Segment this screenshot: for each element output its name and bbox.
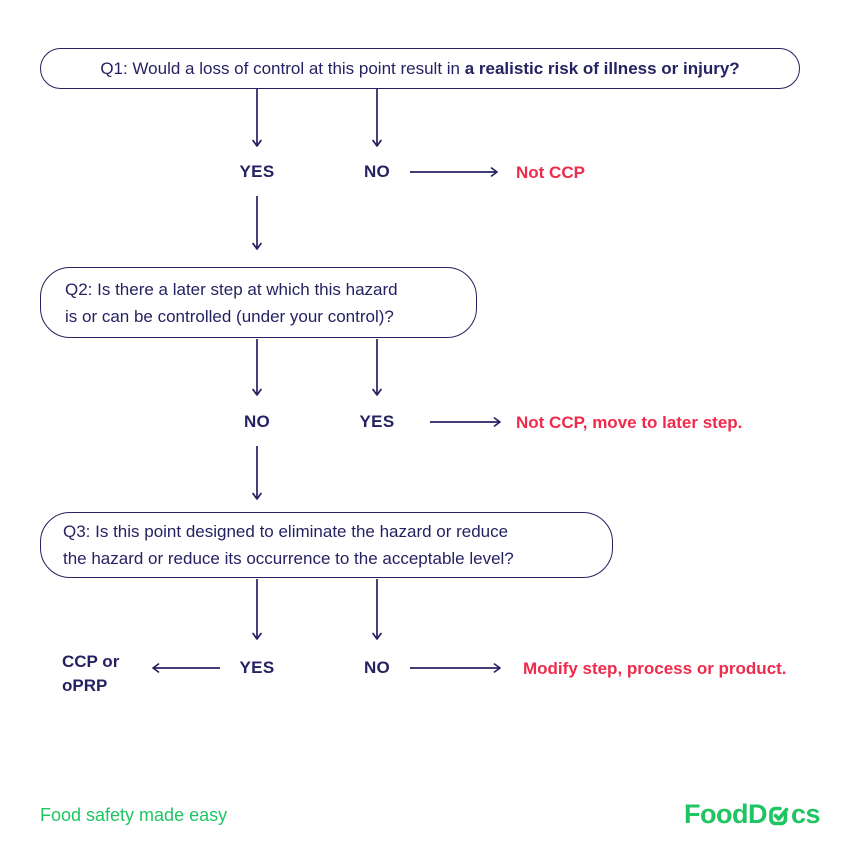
q2-no-label: NO <box>243 412 271 431</box>
question-box-q3: Q3: Is this point designed to eliminate … <box>40 512 613 578</box>
q3-no-label: NO <box>363 658 391 677</box>
question-box-q2: Q2: Is there a later step at which this … <box>40 267 477 338</box>
q1-no-label: NO <box>363 162 391 181</box>
fooddocs-logo: FoodD cs <box>683 799 821 830</box>
question-q2-text: Q2: Is there a later step at which this … <box>65 279 398 326</box>
logo-check-square-icon <box>769 806 789 826</box>
q1-no-result: Not CCP <box>516 163 585 182</box>
tagline: Food safety made easy <box>40 805 228 825</box>
logo-text-left: FoodD <box>683 799 767 829</box>
q3-no-result: Modify step, process or product. <box>523 659 787 678</box>
q1-yes-label: YES <box>239 162 275 181</box>
question-box-q1: Q1: Would a loss of control at this poin… <box>40 48 800 89</box>
ccp-outcome-label: CCP or oPRP <box>62 652 120 695</box>
question-q1-text: Q1: Would a loss of control at this poin… <box>100 59 740 78</box>
question-q3-text: Q3: Is this point designed to eliminate … <box>63 522 514 568</box>
q3-yes-label: YES <box>239 658 275 677</box>
q2-yes-result: Not CCP, move to later step. <box>516 413 743 432</box>
q2-yes-label: YES <box>359 412 395 431</box>
logo-text-right: cs <box>790 799 821 829</box>
